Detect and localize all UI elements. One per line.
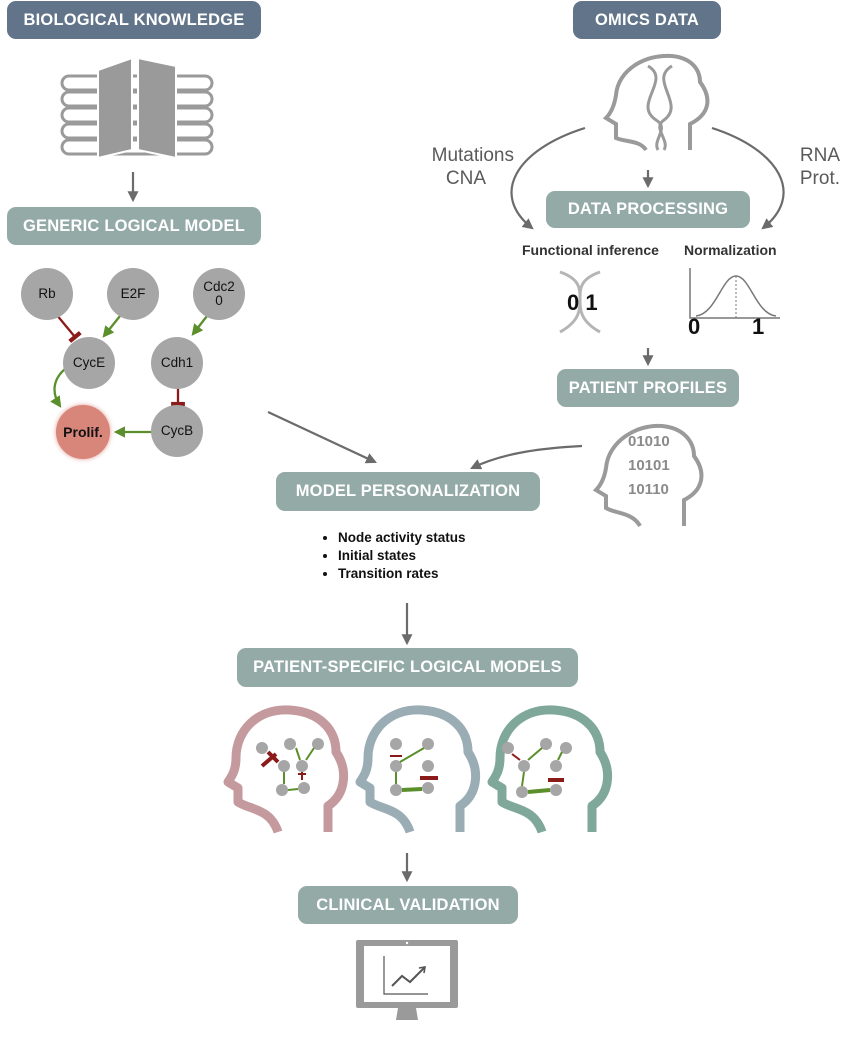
node-cdh1: Cdh1 xyxy=(151,337,203,389)
patient-head-blue xyxy=(355,705,481,834)
patient-head-pink xyxy=(223,705,349,834)
normalization-max: 1 xyxy=(752,314,765,339)
normalization-label: Normalization xyxy=(684,242,777,258)
connector-generic-to-personalization xyxy=(267,411,377,464)
connector-omics-to-processing-right xyxy=(711,126,785,230)
node-cyce: CycE xyxy=(63,337,115,389)
node-cdc20: Cdc2 0 xyxy=(193,268,245,320)
node-e2f: E2F xyxy=(107,268,159,320)
gaussian-curve-icon xyxy=(689,268,780,319)
bits-row-1: 01010 xyxy=(628,433,670,450)
bits-row-3: 10110 xyxy=(628,481,669,498)
dna-icon xyxy=(559,270,601,334)
node-cdc20-line2: 0 xyxy=(215,293,223,308)
personalization-item-initial-states: Initial states xyxy=(338,548,466,563)
network-head-icon xyxy=(223,705,613,834)
label-model-personalization: MODEL PERSONALIZATION xyxy=(276,472,540,511)
patient-head-green xyxy=(487,705,613,834)
binary-head-icon xyxy=(592,423,704,528)
generic-model-edges xyxy=(50,313,208,438)
edge-e2f-activates-cyce xyxy=(102,315,121,338)
bits-row-2: 10101 xyxy=(628,457,670,474)
label-generic-logical-model: GENERIC LOGICAL MODEL xyxy=(7,207,261,245)
edge-cdc20-activates-cdh1 xyxy=(191,315,208,336)
node-rb: Rb xyxy=(21,268,73,320)
side-label-mutations-cna: Mutations CNA xyxy=(404,144,514,190)
personalization-list: Node activity status Initial states Tran… xyxy=(318,530,466,584)
side-label-cna: CNA xyxy=(445,168,486,189)
side-label-prot: Prot. xyxy=(799,168,840,189)
dna-head-icon xyxy=(602,53,710,152)
patient-networks xyxy=(256,738,572,798)
book-stack-icon xyxy=(60,56,214,160)
personalization-item-node-activity: Node activity status xyxy=(338,530,466,545)
network-pink xyxy=(256,738,324,796)
personalization-item-transition-rates: Transition rates xyxy=(338,566,466,581)
connector-omics-to-processing-left xyxy=(510,126,586,230)
node-prolif: Prolif. xyxy=(56,405,110,459)
functional-inference-label: Functional inference xyxy=(522,242,659,258)
label-omics-data: OMICS DATA xyxy=(573,1,721,39)
edge-rb-inhibits-cyce xyxy=(55,313,82,343)
node-cycb: CycB xyxy=(151,405,203,457)
label-patient-profiles: PATIENT PROFILES xyxy=(557,369,739,407)
patient-profile-bits: 01010 10101 10110 xyxy=(628,430,670,502)
label-clinical-validation: CLINICAL VALIDATION xyxy=(298,886,518,924)
label-patient-specific-models: PATIENT-SPECIFIC LOGICAL MODELS xyxy=(237,648,578,687)
flow-connectors xyxy=(127,126,785,883)
network-green xyxy=(502,738,572,798)
side-label-mutations: Mutations xyxy=(431,145,514,166)
functional-inference-values: 0 1 xyxy=(567,290,598,315)
normalization-min: 0 xyxy=(688,314,701,339)
connector-profiles-to-personalization xyxy=(470,444,583,470)
network-blue xyxy=(390,738,438,796)
edge-cyce-activates-prolif xyxy=(50,368,66,408)
side-label-rna-prot: RNA Prot. xyxy=(770,144,840,190)
node-cdc20-line1: Cdc2 xyxy=(203,279,235,294)
monitor-chart-icon xyxy=(356,940,458,1020)
label-biological-knowledge: BIOLOGICAL KNOWLEDGE xyxy=(7,1,261,39)
side-label-rna: RNA xyxy=(799,145,840,166)
label-data-processing: DATA PROCESSING xyxy=(546,191,750,228)
